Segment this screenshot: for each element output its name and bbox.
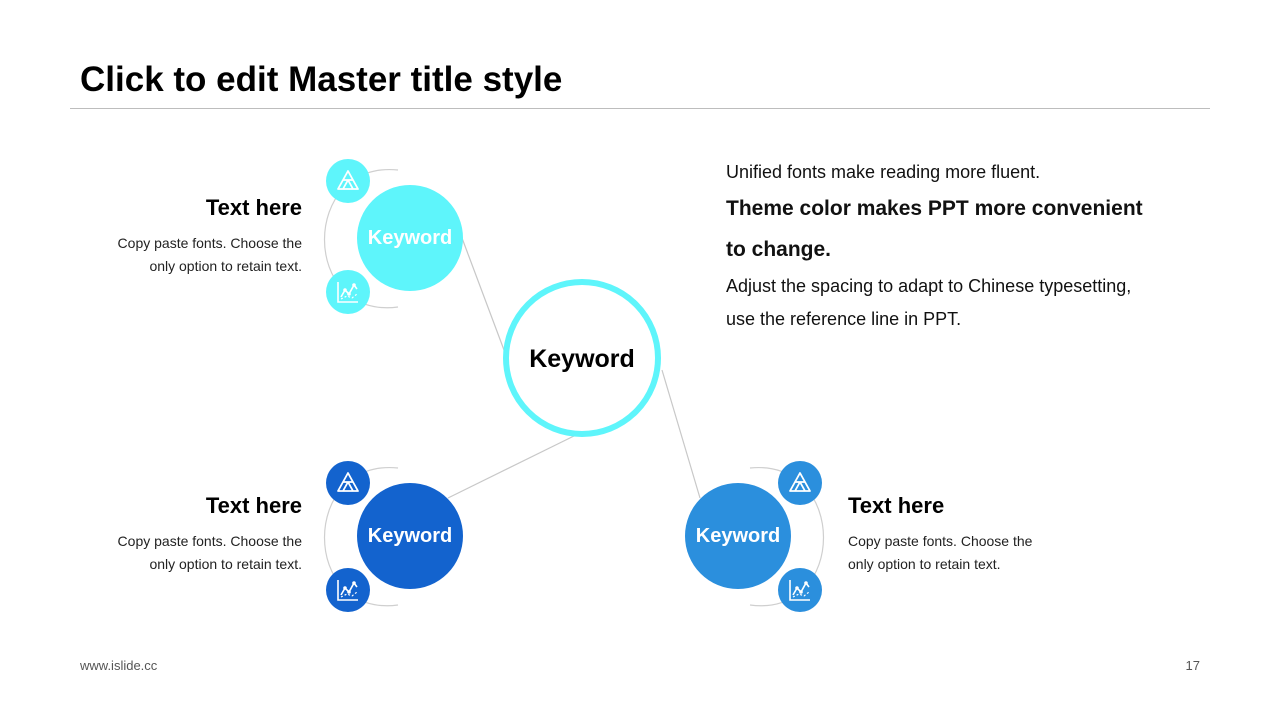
- description-line: only option to retain text.: [149, 556, 302, 572]
- text-line-theme-b: to change.: [726, 238, 832, 261]
- node-keyword-bottom-right: Keyword: [695, 524, 781, 547]
- node-circle-bottom-right: [685, 483, 791, 589]
- text-line-spacing-b: use the reference line in PPT.: [726, 309, 962, 329]
- node-description-bottom-right: Copy paste fonts. Choose the only option…: [848, 530, 1048, 576]
- description-line: Copy paste fonts. Choose the: [117, 533, 302, 549]
- node-heading-bottom-left: Text here: [205, 493, 302, 518]
- explanatory-text: Unified fonts make reading more fluent. …: [726, 158, 1196, 336]
- node-circle-top-left: [357, 185, 463, 291]
- node-description-top-left: Copy paste fonts. Choose the only option…: [102, 232, 302, 278]
- slide-title: Click to edit Master title style: [80, 60, 563, 99]
- center-ring: [503, 279, 661, 437]
- node-heading-bottom-right: Text here: [848, 493, 945, 518]
- description-line: only option to retain text.: [149, 258, 302, 274]
- description-line: only option to retain text.: [848, 556, 1001, 572]
- text-line-spacing-a: Adjust the spacing to adapt to Chinese t…: [726, 276, 1132, 296]
- line-chart-icon: [326, 270, 370, 314]
- footer-url[interactable]: www.islide.cc: [80, 658, 158, 673]
- line-chart-icon: [778, 568, 822, 612]
- node-description-bottom-left: Copy paste fonts. Choose the only option…: [102, 530, 302, 576]
- node-heading-top-left: Text here: [205, 195, 302, 220]
- connector-top-left: [461, 237, 505, 351]
- node-circle-bottom-left: [357, 483, 463, 589]
- node-keyword-top-left: Keyword: [367, 226, 453, 249]
- title-divider: [70, 108, 1210, 109]
- text-line-theme-a: Theme color makes PPT more convenient: [726, 197, 1143, 220]
- node-keyword-bottom-left: Keyword: [367, 524, 453, 547]
- connector-bottom-right: [661, 369, 701, 499]
- triangle-layers-icon: [778, 461, 822, 505]
- page-number: 17: [1185, 658, 1200, 673]
- triangle-layers-icon: [326, 461, 370, 505]
- line-chart-icon: [326, 568, 370, 612]
- triangle-layers-icon: [326, 159, 370, 203]
- description-line: Copy paste fonts. Choose the: [117, 235, 302, 251]
- text-line-fonts: Unified fonts make reading more fluent.: [726, 162, 1041, 182]
- description-line: Copy paste fonts. Choose the: [848, 533, 1033, 549]
- center-keyword: Keyword: [529, 344, 635, 373]
- connector-bottom-left: [447, 433, 579, 499]
